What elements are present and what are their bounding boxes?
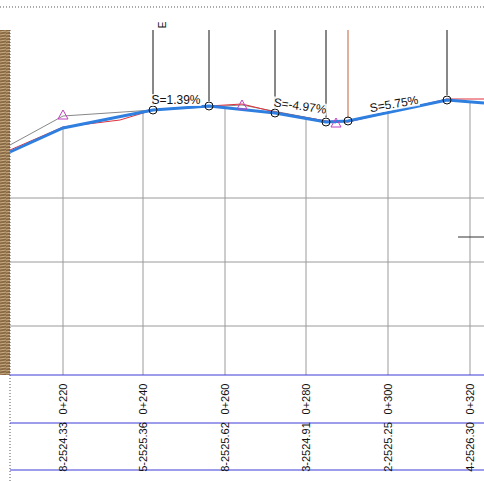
elevation-label: 8-2525.62 xyxy=(220,422,231,472)
elevation-label: 2-2525.25 xyxy=(383,422,394,472)
station-label: 0+280 xyxy=(301,384,312,415)
elevation-label: 3-2524.91 xyxy=(301,422,312,472)
elevation-label: 8-2524.33 xyxy=(58,422,69,472)
marker-letter: E xyxy=(158,22,168,29)
elevation-label: 4-2526.30 xyxy=(465,422,476,472)
elevation-label: 5-2525.36 xyxy=(138,422,149,472)
station-label: 0+220 xyxy=(58,384,69,415)
slope-label: S=1.39% xyxy=(150,94,201,106)
station-label: 0+320 xyxy=(465,384,476,415)
station-label: 0+260 xyxy=(220,384,231,415)
station-label: 0+240 xyxy=(138,384,149,415)
station-label: 0+300 xyxy=(383,384,394,415)
